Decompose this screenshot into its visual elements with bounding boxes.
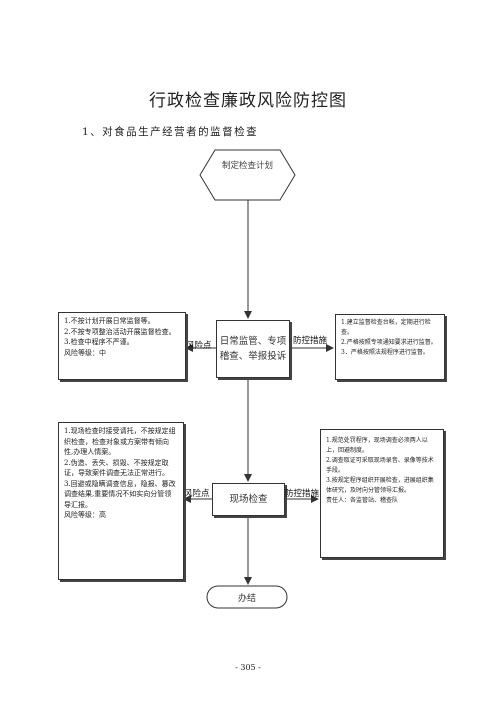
step2-risk-item: 3.回避或隐瞒调查信息，隐报、篡改调查结果,重要情况不如实向分管领导汇报。 — [64, 479, 176, 509]
step2-risk-item: 2.伪造、丢失、损毁、不按规定取证，导致案件调查无法正常进行。 — [64, 458, 169, 478]
step2-box: 现场检查 — [212, 483, 285, 516]
step2-control-responsible: 责任人：各监管站、稽查队 — [326, 497, 399, 504]
step1-label: 日常监管、专项稽查、举报投诉 — [219, 336, 287, 362]
step1-risk-item: 1.不按计划开展日常监督等。 — [64, 317, 155, 325]
step1-risk-item: 3.检查中程序不严谨。 — [64, 338, 134, 346]
step2-risk-level: 风险等级：高 — [64, 511, 106, 519]
step1-risk-box: 1.不按计划开展日常监督等。 2.不按专项整治活动开展监督检查。 3.检查中程序… — [58, 312, 186, 380]
page-number: - 305 - — [235, 663, 261, 672]
start-node-shape — [199, 149, 296, 201]
step2-risk-item: 1.现场检查时接受请托，不按规定组织检查，检查对象或方案带有倾向性,办理人情案。 — [64, 427, 176, 456]
end-node-shape — [206, 585, 288, 609]
step2-control-item: 2.调查取证可采取现场录音、录像等技术手段。 — [326, 457, 434, 474]
start-node: 制定检查计划 — [222, 160, 276, 173]
step1-box: 日常监管、专项稽查、举报投诉 — [216, 320, 290, 378]
step2-control-item: 1.规范处罚程序，现场调查必须两人以上，回避制度。 — [326, 437, 428, 454]
step1-control-item: 2.严格按照专项通知要求进行监督。 — [341, 339, 437, 346]
step1-risk-label: 风险点 — [186, 341, 212, 351]
step1-control-item: 3．严格按照法规程序进行监督。 — [341, 349, 429, 356]
step2-control-item: 3.按规定程序组织开展检查，进展组织集体研究，及时向分管领导汇报。 — [326, 477, 434, 494]
step2-control-box: 1.规范处罚程序，现场调查必须两人以上，回避制度。 2.调查取证可采取现场录音、… — [320, 429, 444, 558]
end-node: 办结 — [207, 586, 287, 608]
step1-control-box: 1.建立监督检查台帐，定期进行检查。 2.严格按照专项通知要求进行监督。 3．严… — [335, 314, 445, 380]
step2-control-label: 防控措施 — [285, 489, 320, 499]
start-node-label: 制定检查计划 — [222, 161, 274, 171]
step1-risk-level: 风险等级：中 — [64, 348, 106, 357]
page-title: 行政检查廉政风险防控图 — [149, 91, 347, 111]
end-node-label: 办结 — [237, 593, 256, 604]
step2-risk-label: 风险点 — [184, 489, 210, 499]
step1-control-label: 防控措施 — [293, 336, 328, 346]
step1-risk-item: 2.不按专项整治活动开展监督检查。 — [64, 327, 176, 336]
step2-risk-box: 1.现场检查时接受请托，不按规定组织检查，检查对象或方案带有倾向性,办理人情案。… — [58, 422, 184, 580]
page-subtitle: 1、对食品生产经营者的监督检查 — [82, 126, 259, 138]
step1-control-item: 1.建立监督检查台帐，定期进行检查。 — [341, 319, 431, 336]
step2-label: 现场检查 — [229, 494, 268, 505]
